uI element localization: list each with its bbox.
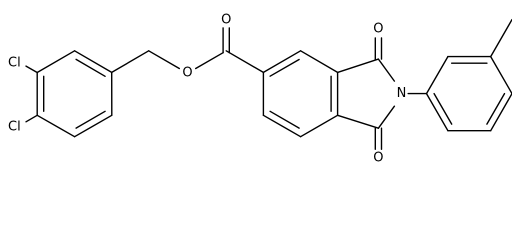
- bond: [490, 92, 512, 132]
- bond: [194, 52, 224, 70]
- molecule-structure: Cl Cl O O O O N: [8, 13, 512, 166]
- chlorine-label: Cl: [8, 56, 21, 71]
- bond: [490, 55, 512, 95]
- bond: [336, 58, 380, 74]
- bond: [299, 114, 339, 138]
- bond: [299, 50, 339, 74]
- bond-lines: [25, 18, 512, 151]
- bond: [25, 65, 38, 74]
- bond: [336, 114, 380, 129]
- ester-oxygen-label: O: [182, 66, 192, 81]
- bond: [377, 58, 396, 82]
- bond: [425, 55, 449, 95]
- imide-oxygen-label: O: [373, 151, 383, 166]
- imide-oxygen-label: O: [373, 22, 383, 37]
- bond: [377, 105, 396, 129]
- bond: [75, 58, 106, 78]
- bond: [73, 114, 113, 138]
- bond: [262, 50, 302, 74]
- bond: [36, 114, 76, 138]
- bond: [36, 50, 76, 74]
- chlorine-label: Cl: [8, 120, 21, 135]
- bond: [269, 58, 300, 77]
- bond: [147, 50, 181, 70]
- bond: [490, 18, 512, 58]
- bond: [110, 50, 150, 74]
- bond: [75, 110, 106, 129]
- carbonyl-oxygen-label: O: [221, 13, 231, 28]
- bond: [425, 92, 449, 132]
- bond: [262, 114, 302, 138]
- imide-nitrogen-label: N: [397, 86, 407, 101]
- bond: [269, 110, 300, 129]
- bond: [225, 50, 265, 74]
- atom-labels: Cl Cl O O O O N: [8, 13, 406, 166]
- bond: [73, 50, 113, 74]
- bond: [433, 92, 453, 125]
- bond: [486, 92, 506, 125]
- bond: [25, 114, 38, 123]
